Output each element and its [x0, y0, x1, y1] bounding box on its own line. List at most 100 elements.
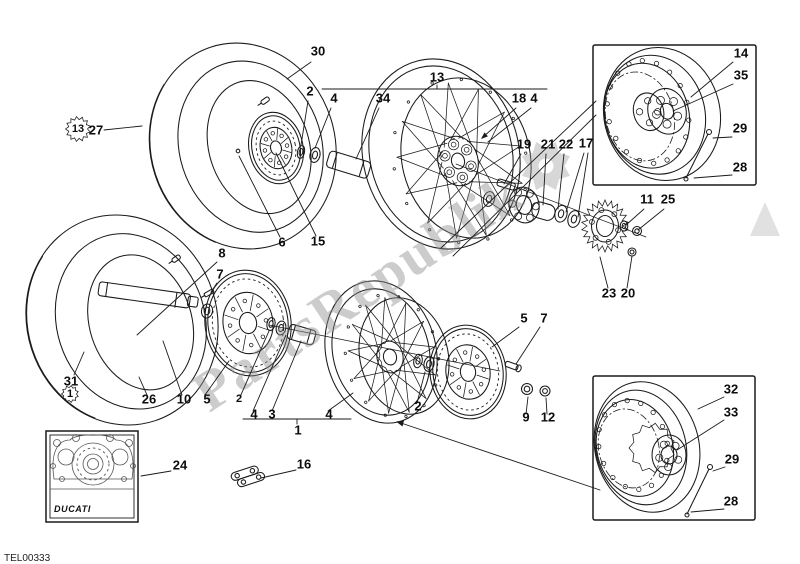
front-axle-drawing	[97, 281, 199, 309]
arrowhead-icon	[396, 420, 404, 427]
leader-line	[712, 466, 726, 472]
part-label-29: 29	[725, 452, 739, 467]
leader-line	[252, 334, 287, 412]
part-label-21: 21	[541, 137, 555, 152]
ducati-logo-box: DUCATI	[45, 430, 139, 523]
damper-part	[554, 204, 568, 223]
group-bracket-1	[242, 418, 352, 425]
leader-line	[162, 340, 183, 396]
part-label-25: 25	[661, 192, 675, 207]
part-label-32: 32	[724, 382, 738, 397]
leader-line	[452, 114, 597, 257]
ring-part	[266, 317, 276, 331]
part-label-23: 23	[602, 286, 616, 301]
part-label-11: 11	[640, 192, 654, 207]
part-label-28: 28	[724, 494, 738, 509]
leader-line	[690, 508, 725, 513]
part-label-29: 29	[733, 121, 747, 136]
part-label-6: 6	[278, 235, 285, 250]
rear-wheel-spokes	[392, 77, 528, 245]
front-brake-disc-left	[204, 269, 292, 377]
leader-line	[300, 100, 309, 146]
washer-part	[296, 145, 306, 159]
leader-line	[557, 153, 565, 210]
leader-line	[577, 152, 589, 218]
leader-line	[260, 469, 297, 479]
stud-part	[496, 178, 516, 191]
leader-line	[487, 107, 532, 143]
arrowhead-icon	[481, 132, 488, 139]
nut-part	[627, 247, 637, 257]
nut-part	[520, 382, 534, 396]
leader-line	[138, 376, 148, 396]
part-label-7: 7	[540, 311, 547, 326]
group-bracket-13	[321, 84, 548, 90]
tire-valve-icon	[257, 96, 270, 106]
part-label-35: 35	[734, 68, 748, 83]
leader-line	[239, 330, 270, 398]
circle-badge-1: 1	[60, 385, 79, 403]
part-label-4: 4	[325, 407, 333, 422]
part-label-30: 30	[311, 44, 325, 59]
part-label-22: 22	[559, 137, 573, 152]
leader-line	[482, 107, 517, 138]
boxed-wheel-bottom	[592, 375, 756, 521]
bolt-part	[504, 360, 522, 373]
leader-line	[204, 360, 230, 396]
leader-line	[238, 155, 281, 238]
leader-line	[545, 397, 548, 415]
washer-part	[619, 220, 629, 232]
part-label-18: 18	[512, 91, 526, 106]
leader-line	[697, 396, 725, 410]
front-wheel-hub	[376, 340, 404, 374]
bearing-part	[309, 147, 321, 163]
rear-sprocket-drawing	[580, 199, 630, 253]
leader-line	[397, 421, 601, 491]
leader-line	[626, 255, 633, 289]
leader-line	[525, 396, 529, 415]
leader-line	[136, 261, 218, 336]
leader-line	[275, 152, 317, 237]
part-label-4: 4	[250, 407, 258, 422]
leader-line	[712, 136, 733, 139]
tire-valve-icon	[168, 254, 181, 264]
nut-part	[631, 225, 643, 237]
gear-badge-13: 13	[64, 115, 91, 143]
spoke-rod	[684, 463, 714, 518]
nut-part	[539, 385, 551, 397]
part-label-2: 2	[306, 84, 313, 99]
part-label-24: 24	[173, 458, 188, 473]
part-label-17: 17	[579, 136, 593, 151]
leader-line	[327, 392, 354, 412]
leader-line	[73, 351, 85, 376]
part-label-8: 8	[218, 246, 225, 261]
leader-line	[491, 326, 520, 348]
gasket-drawing	[49, 434, 136, 490]
part-label-20: 20	[621, 286, 635, 301]
ring-part	[275, 320, 287, 336]
gear-badge-number: 13	[72, 123, 84, 135]
part-label-13: 13	[430, 70, 444, 85]
part-label-28: 28	[733, 160, 747, 175]
part-label-1: 1	[294, 423, 301, 438]
boxed-wheel-hub	[628, 422, 687, 476]
ring-part	[423, 356, 435, 372]
spacer-part	[286, 324, 317, 346]
leader-line	[515, 326, 541, 365]
cush-drive-flange	[508, 186, 540, 224]
leader-line	[637, 208, 665, 231]
part-label-12: 12	[541, 410, 555, 425]
rear-wheel-hub	[437, 135, 479, 187]
leader-line	[271, 340, 302, 412]
part-label-5: 5	[520, 311, 527, 326]
leader-line	[286, 61, 312, 80]
leader-line	[210, 282, 218, 293]
boxed-wheel-top	[592, 44, 757, 186]
spacer-part	[326, 150, 372, 179]
leader-line	[355, 107, 380, 160]
boxed-wheel-hub	[632, 87, 687, 135]
part-label-9: 9	[522, 410, 529, 425]
rear-wheel-drawing	[361, 58, 532, 250]
leader-line	[103, 125, 143, 131]
